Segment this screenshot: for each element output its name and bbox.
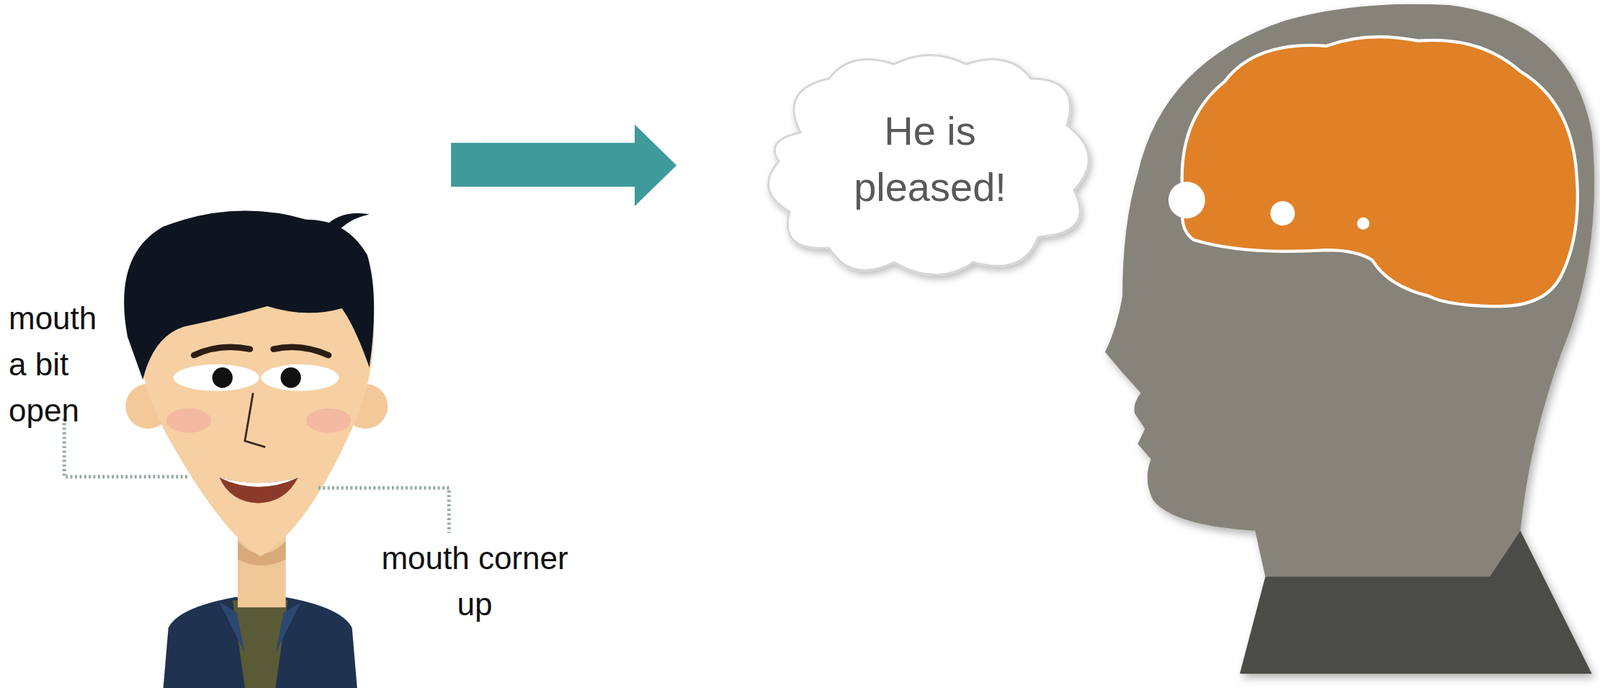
cartoon-person-part xyxy=(219,602,302,654)
cartoon-person-part xyxy=(136,306,374,557)
leader-line-part xyxy=(318,487,449,533)
thought-cloud-node: He is pleased! xyxy=(749,46,1111,284)
brain xyxy=(1182,36,1578,307)
cartoon-person xyxy=(123,211,388,688)
flow-arrow xyxy=(450,124,677,207)
cartoon-person-part xyxy=(273,347,329,356)
thought-dots xyxy=(1168,181,1370,230)
thought-dots-part xyxy=(1357,217,1370,230)
cartoon-person-part xyxy=(244,393,266,448)
cartoon-person-part xyxy=(219,477,299,503)
annotation-label: mouth corner up xyxy=(366,535,583,628)
brain-part xyxy=(1182,36,1578,307)
leader-line xyxy=(64,418,449,534)
leader-line-part xyxy=(64,418,189,477)
cartoon-person-part xyxy=(163,597,358,688)
cartoon-person-part xyxy=(324,213,369,233)
cartoon-person-part xyxy=(212,367,233,388)
head-silhouette-part xyxy=(1105,4,1595,578)
thought-text: He is pleased! xyxy=(821,103,1039,216)
annotation-label: mouth a bit open xyxy=(8,295,117,434)
head-silhouette xyxy=(1105,4,1595,674)
cartoon-person-part xyxy=(306,408,351,433)
cartoon-person-part xyxy=(219,477,299,487)
cartoon-person-part xyxy=(280,367,302,388)
cartoon-person-part xyxy=(193,347,250,356)
thought-dots-part xyxy=(1168,181,1206,219)
cartoon-person-part xyxy=(261,364,340,392)
cloud-outline xyxy=(768,55,1090,276)
cartoon-person-part xyxy=(173,364,260,392)
cartoon-person-part xyxy=(166,408,212,433)
thought-dots-part xyxy=(1270,200,1295,226)
cartoon-person-part xyxy=(123,211,374,381)
